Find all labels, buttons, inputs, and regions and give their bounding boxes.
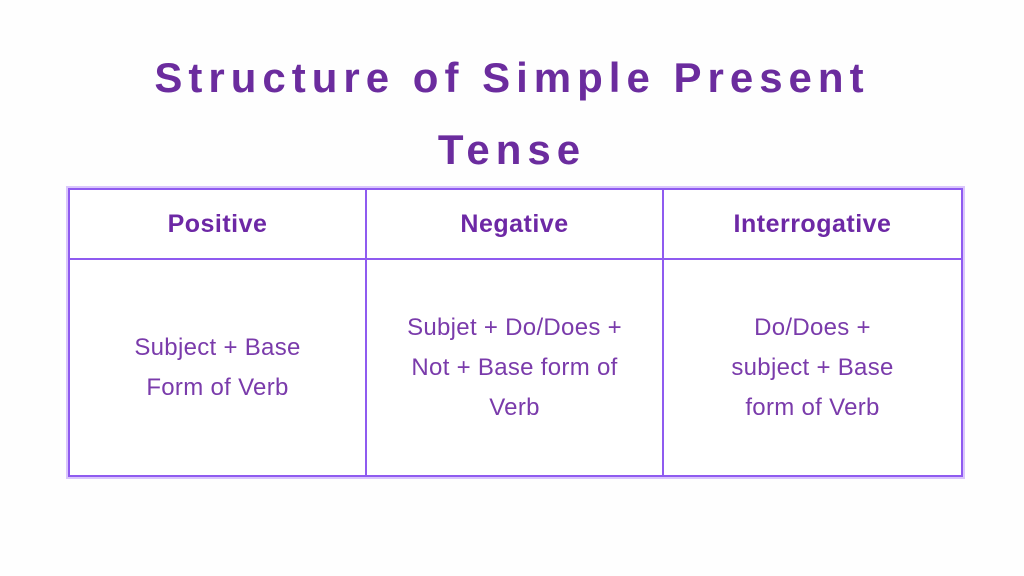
page-title: Structure of Simple Present Tense [154, 54, 870, 173]
tense-structure-table: Positive Negative Interrogative Subject … [68, 188, 963, 477]
column-header-positive: Positive [70, 190, 367, 260]
column-header-interrogative: Interrogative [664, 190, 961, 260]
cell-positive-structure: Subject + Base Form of Verb [70, 260, 367, 475]
cell-negative-structure: Subjet + Do/Does + Not + Base form of Ve… [367, 260, 664, 475]
cell-interrogative-structure: Do/Does + subject + Base form of Verb [664, 260, 961, 475]
column-header-negative: Negative [367, 190, 664, 260]
